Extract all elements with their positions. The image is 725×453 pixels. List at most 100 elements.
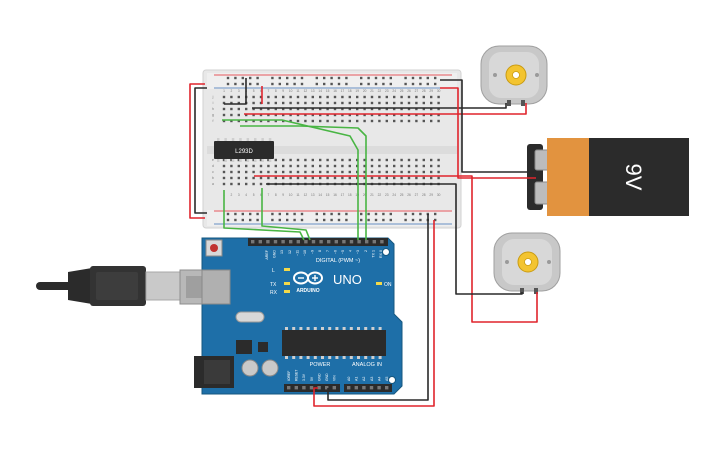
breadboard-column-number: 30 bbox=[437, 193, 441, 197]
breadboard-column-number: 15 bbox=[326, 89, 330, 93]
digital-pin-label: ~10 bbox=[303, 250, 307, 256]
analog-header[interactable] bbox=[344, 384, 392, 392]
analog-pin-label: A5 bbox=[385, 377, 389, 381]
breadboard-column-number: 15 bbox=[326, 193, 330, 197]
wire-black-gnd[interactable] bbox=[327, 214, 429, 401]
breadboard-column-number: 26 bbox=[407, 89, 411, 93]
breadboard-column-number: 9 bbox=[282, 193, 284, 197]
breadboard-column-number: 17 bbox=[341, 193, 345, 197]
led-l-label: L bbox=[272, 268, 275, 274]
l293d-chip[interactable]: L293D bbox=[214, 138, 274, 162]
breadboard-column-number: 30 bbox=[437, 89, 441, 93]
wire-red-left[interactable] bbox=[189, 83, 205, 219]
breadboard[interactable]: 1122334455667788991010111112121313141415… bbox=[202, 69, 462, 229]
wire-red-5v[interactable] bbox=[313, 220, 435, 407]
digital-header[interactable] bbox=[248, 238, 388, 246]
wire-black-top-jumper[interactable] bbox=[224, 78, 247, 105]
wire-red-chip-motor-bottom[interactable] bbox=[254, 175, 538, 323]
breadboard-column-number: 1 bbox=[223, 89, 225, 93]
digital-pin-label: ~9 bbox=[311, 250, 315, 254]
wire-red-chip-motor-top[interactable] bbox=[244, 103, 527, 115]
digital-pin-label: RX 0 bbox=[379, 250, 383, 258]
analog-pin-label: A3 bbox=[370, 377, 374, 381]
analog-pin-label: A0 bbox=[347, 377, 351, 381]
dc-motor-bottom[interactable] bbox=[493, 232, 561, 294]
breadboard-row-letter: i bbox=[213, 101, 214, 105]
breadboard-row-letter: c bbox=[212, 170, 214, 174]
breadboard-column-number: 24 bbox=[392, 193, 396, 197]
led-rx-label: RX bbox=[270, 290, 278, 296]
wire-black-chip-motor-top[interactable] bbox=[252, 103, 507, 109]
digital-pin-label: 4 bbox=[349, 250, 353, 252]
battery-label: 9V bbox=[621, 164, 646, 191]
digital-pin-label: ~5 bbox=[341, 250, 345, 254]
breadboard-column-number: 12 bbox=[304, 89, 308, 93]
analog-label: ANALOG IN bbox=[352, 362, 382, 368]
breadboard-column-number: 29 bbox=[429, 193, 433, 197]
breadboard-column-number: 26 bbox=[407, 193, 411, 197]
digital-label: DIGITAL (PWM ~) bbox=[316, 258, 360, 264]
breadboard-column-number: 27 bbox=[415, 89, 419, 93]
breadboard-column-number: 11 bbox=[296, 193, 300, 197]
breadboard-column-number: 12 bbox=[304, 193, 308, 197]
breadboard-column-number: 20 bbox=[363, 89, 367, 93]
breadboard-column-number: 25 bbox=[400, 89, 404, 93]
power-label: POWER bbox=[310, 362, 331, 368]
breadboard-row-letter: a bbox=[212, 182, 214, 186]
led-tx-label: TX bbox=[270, 282, 277, 288]
digital-pin-label: AREF bbox=[265, 249, 269, 259]
power-pin-label: VIN bbox=[333, 375, 337, 381]
digital-pin-label: ~6 bbox=[333, 250, 337, 254]
wire-green-2[interactable] bbox=[240, 125, 367, 240]
breadboard-column-number: 17 bbox=[341, 89, 345, 93]
power-pin-label: 3.3V bbox=[302, 373, 306, 381]
breadboard-column-number: 9 bbox=[282, 89, 284, 93]
chip-label: L293D bbox=[235, 149, 253, 155]
breadboard-column-number: 29 bbox=[429, 89, 433, 93]
breadboard-row-letter: h bbox=[212, 107, 214, 111]
breadboard-column-number: 6 bbox=[260, 89, 262, 93]
wires bbox=[189, 78, 538, 407]
power-pin-label: GND bbox=[317, 373, 321, 381]
breadboard-column-number: 3 bbox=[238, 89, 240, 93]
breadboard-column-number: 3 bbox=[238, 193, 240, 197]
arduino-logo bbox=[293, 271, 323, 285]
digital-pin-label: ~3 bbox=[356, 250, 360, 254]
dc-motor-top[interactable] bbox=[480, 45, 548, 106]
digital-pin-label: TX 1 bbox=[371, 250, 375, 258]
breadboard-column-number: 19 bbox=[355, 89, 359, 93]
wire-black-chip-motor-bottom[interactable] bbox=[266, 183, 523, 295]
power-pin-label: RESET bbox=[295, 370, 299, 381]
breadboard-column-number: 5 bbox=[253, 193, 255, 197]
wire-black-battery[interactable] bbox=[440, 79, 536, 173]
wire-green-3[interactable] bbox=[223, 190, 305, 241]
digital-pin-label: ~11 bbox=[295, 250, 299, 256]
breadboard-column-number: 20 bbox=[363, 193, 367, 197]
analog-pin-label: A1 bbox=[355, 377, 359, 381]
wire-red-battery[interactable] bbox=[440, 87, 536, 179]
wire-green-4[interactable] bbox=[261, 188, 311, 241]
breadboard-column-number: 6 bbox=[260, 193, 262, 197]
breadboard-column-number: 2 bbox=[231, 193, 233, 197]
breadboard-column-number: 18 bbox=[348, 193, 352, 197]
wire-green-1[interactable] bbox=[222, 119, 359, 240]
wire-black-left[interactable] bbox=[194, 87, 207, 214]
atmega-chip bbox=[282, 330, 386, 356]
battery-9v[interactable]: 9V bbox=[527, 138, 689, 216]
breadboard-column-number: 27 bbox=[415, 193, 419, 197]
breadboard-row-letter: b bbox=[212, 176, 214, 180]
breadboard-column-number: 8 bbox=[275, 89, 277, 93]
breadboard-column-number: 13 bbox=[311, 193, 315, 197]
breadboard-column-number: 22 bbox=[378, 193, 382, 197]
breadboard-row-letter: e bbox=[212, 158, 214, 162]
breadboard-column-number: 2 bbox=[231, 89, 233, 93]
breadboard-column-number: 21 bbox=[370, 89, 374, 93]
analog-pin-label: A4 bbox=[377, 377, 381, 381]
breadboard-column-number: 7 bbox=[268, 89, 270, 93]
power-pin-label: GND bbox=[325, 373, 329, 381]
